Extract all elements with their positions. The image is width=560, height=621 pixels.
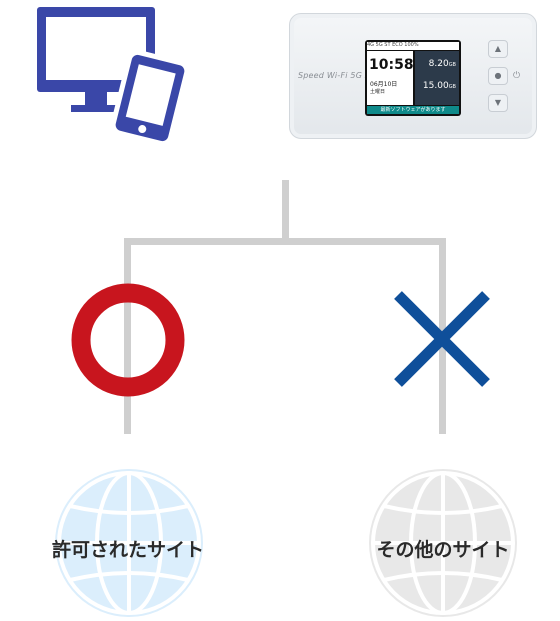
connector-crossbar [124,238,446,245]
other-globe-icon [369,469,517,617]
router-date: 06月10日 [370,81,398,88]
router-center-button: ● [488,67,508,85]
connector-trunk [282,180,289,243]
tablet-icon [110,50,190,146]
other-sites-label: その他のサイト [376,539,510,561]
denied-cross-icon [394,291,490,387]
router-brand: Speed Wi-Fi 5G X12 [298,71,382,80]
router-data-used: 8.20GB [428,59,456,69]
router-up-button: ▲ [488,40,508,58]
router-data-limit: 15.00GB [422,81,456,91]
router-clock-panel: 10:58 06月10日 土曜日 [367,51,414,105]
router-data-panel: 8.20GB 15.00GB [415,51,459,105]
router-time: 10:58 [369,57,414,73]
power-icon: ⏻ [513,71,521,81]
router-icon: Speed Wi-Fi 5G X12 4G 5G ST ECO 100% 10:… [289,13,537,139]
router-day-of-week: 土曜日 [370,89,386,95]
router-notice: 最新ソフトウェアがあります [367,106,459,114]
router-status-bar: 4G 5G ST ECO 100% [367,42,459,50]
allowed-globe-icon [55,469,203,617]
router-screen: 4G 5G ST ECO 100% 10:58 06月10日 土曜日 8.20G… [365,40,461,116]
router-down-button: ▼ [488,94,508,112]
connector-left-branch [124,238,131,434]
allowed-sites-label: 許可されたサイト [51,539,204,561]
allowed-circle-icon [71,283,185,397]
